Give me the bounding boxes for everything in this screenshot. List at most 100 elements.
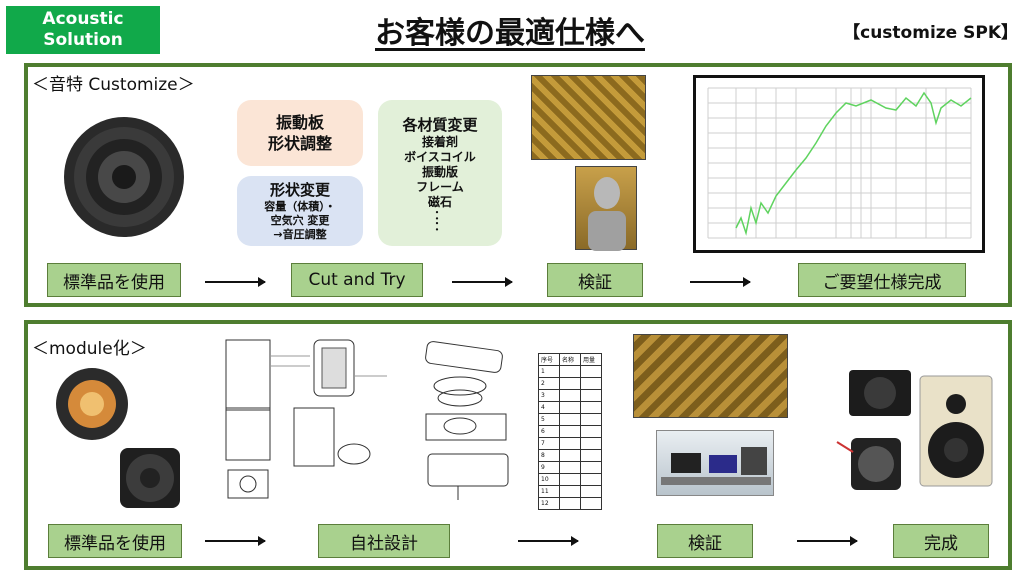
step-verification: 検証 — [547, 263, 643, 297]
table-header-row: 序号 名称 用量 — [538, 353, 602, 366]
step-standard-product: 標準品を使用 — [47, 263, 181, 297]
table-cell: 4 — [538, 401, 560, 414]
table-cell — [580, 497, 602, 510]
table-cell — [559, 401, 581, 414]
table-cell — [580, 485, 602, 498]
coaxial-speaker-photo — [56, 368, 128, 440]
table-row: 7 — [538, 437, 602, 450]
shape-change-line2: 空気穴 変更 — [270, 213, 330, 227]
table-cell: 3 — [538, 389, 560, 402]
table-row: 9 — [538, 461, 602, 474]
table-cell — [580, 461, 602, 474]
step-cut-and-try: Cut and Try — [291, 263, 423, 297]
table-header-cell: 名称 — [559, 353, 581, 366]
material-item: 磁石 — [427, 194, 452, 209]
table-cell: 7 — [538, 437, 560, 450]
step-complete: 完成 — [893, 524, 989, 558]
table-cell — [559, 425, 581, 438]
table-cell: 5 — [538, 413, 560, 426]
page-title: お客様の最適仕様へ — [375, 16, 645, 51]
table-cell — [580, 437, 602, 450]
arrow-right-icon — [205, 277, 266, 287]
square-speaker-photo — [120, 448, 180, 508]
material-change-bubble: 各材質変更 接着剤 ボイスコイル 振動版 フレーム 磁石 ： ： — [378, 100, 502, 246]
shape-change-line1: 容量（体積）・ — [264, 199, 336, 213]
dummy-head-figure — [588, 177, 626, 251]
bookshelf-speaker-photo — [919, 375, 993, 487]
table-cell: 10 — [538, 473, 560, 486]
frequency-response-chart — [693, 75, 985, 253]
material-item: フレーム — [416, 179, 464, 194]
table-cell: 2 — [538, 377, 560, 390]
table-row: 4 — [538, 401, 602, 414]
table-cell: 1 — [538, 365, 560, 378]
shape-change-line3: →音圧調整 — [273, 227, 327, 241]
shape-change-bubble: 形状変更 容量（体積）・ 空気穴 変更 →音圧調整 — [237, 176, 363, 246]
diaphragm-line2: 形状調整 — [267, 134, 332, 153]
table-row: 2 — [538, 377, 602, 390]
table-row: 8 — [538, 449, 602, 462]
table-cell — [559, 497, 581, 510]
logo-line1: Acoustic — [42, 9, 124, 29]
table-cell: 9 — [538, 461, 560, 474]
arrow-right-icon — [452, 277, 513, 287]
logo-line2: Solution — [43, 30, 123, 50]
table-row: 10 — [538, 473, 602, 486]
step-verification-2: 検証 — [657, 524, 753, 558]
table-cell — [559, 449, 581, 462]
table-cell — [559, 485, 581, 498]
lab-equipment-photo — [656, 430, 774, 496]
table-row: 12 — [538, 497, 602, 510]
table-cell — [580, 365, 602, 378]
customize-spk-tag: 【customize SPK】 — [843, 23, 1018, 43]
speaker-photo — [64, 117, 184, 237]
arrow-right-icon — [518, 536, 579, 546]
anechoic-chamber-photo-2 — [633, 334, 788, 418]
table-cell — [559, 437, 581, 450]
table-cell — [580, 413, 602, 426]
table-cell — [580, 449, 602, 462]
table-cell — [559, 377, 581, 390]
table-cell: 6 — [538, 425, 560, 438]
table-header-cell: 用量 — [580, 353, 602, 366]
diaphragm-bubble: 振動板 形状調整 — [237, 100, 363, 166]
material-item: ： — [433, 218, 446, 233]
step-standard-product-2: 標準品を使用 — [48, 524, 182, 558]
material-item: ボイスコイル — [404, 149, 476, 164]
section2-title: ＜module化＞ — [32, 339, 147, 359]
shape-change-title: 形状変更 — [269, 180, 330, 199]
material-item: 接着剤 — [421, 134, 458, 149]
table-cell — [559, 365, 581, 378]
exploded-view-drawing — [425, 341, 509, 500]
diaphragm-line1: 振動板 — [275, 113, 324, 132]
table-cell — [580, 425, 602, 438]
section1-title: ＜音特 Customize＞ — [32, 75, 195, 95]
module-speaker-wired-photo — [836, 438, 901, 490]
material-title: 各材質変更 — [402, 115, 478, 134]
parts-list-table: 序号 名称 用量 1 2 3 4 5 6 7 8 9 10 11 12 — [538, 353, 602, 510]
table-cell — [580, 389, 602, 402]
table-header-cell: 序号 — [538, 353, 560, 366]
material-item: ： — [433, 207, 446, 222]
frequency-response-svg — [707, 87, 972, 239]
arrow-right-icon — [797, 536, 858, 546]
arrow-right-icon — [205, 536, 266, 546]
module-speaker-small-photo — [849, 370, 911, 416]
lab-equipment-figure — [661, 447, 771, 485]
step-spec-complete: ご要望仕様完成 — [798, 263, 966, 297]
anechoic-chamber-photo — [531, 75, 646, 160]
table-row: 6 — [538, 425, 602, 438]
table-row: 3 — [538, 389, 602, 402]
table-cell — [559, 389, 581, 402]
acoustic-solution-logo: Acoustic Solution — [6, 6, 160, 54]
table-cell — [580, 473, 602, 486]
table-row: 5 — [538, 413, 602, 426]
table-cell — [559, 461, 581, 474]
table-cell — [580, 377, 602, 390]
module-panel — [24, 320, 1012, 570]
material-item: 振動版 — [421, 164, 458, 179]
cad-drawings — [225, 339, 387, 499]
table-cell — [580, 401, 602, 414]
table-cell: 12 — [538, 497, 560, 510]
dummy-head-photo — [575, 166, 637, 251]
